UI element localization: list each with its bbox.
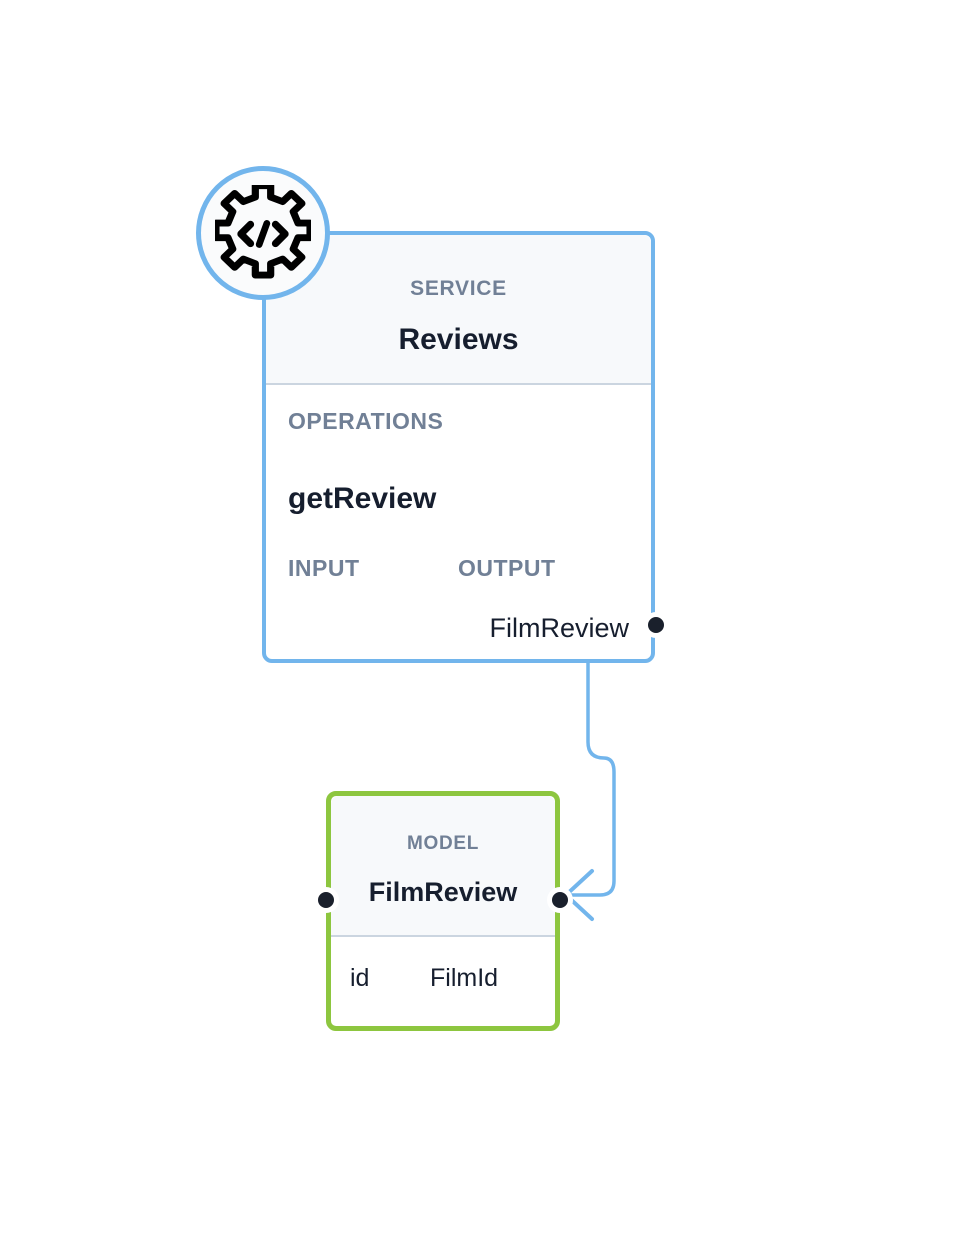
model-node[interactable]: MODEL FilmReview id FilmId (318, 791, 568, 1031)
gear-code-icon (215, 185, 311, 279)
service-title: Reviews (398, 323, 519, 356)
model-left-port[interactable] (318, 892, 334, 908)
operations-kicker: OPERATIONS (288, 408, 444, 434)
service-node[interactable]: SERVICE Reviews OPERATIONS getReview INP… (262, 231, 664, 663)
model-right-port[interactable] (552, 892, 568, 908)
model-title: FilmReview (368, 877, 518, 907)
edge-arrowhead-icon (564, 869, 594, 921)
edge-getreview-output-to-filmreview[interactable] (564, 661, 616, 897)
model-node-header: MODEL FilmReview (331, 796, 555, 935)
model-header-divider (331, 935, 555, 937)
model-kicker: MODEL (406, 833, 480, 854)
service-output-port[interactable] (648, 617, 664, 633)
operation-name-getreview[interactable]: getReview (288, 482, 437, 515)
service-kicker: SERVICE (410, 277, 507, 300)
service-operations-section: OPERATIONS getReview INPUT OUTPUT FilmRe… (266, 385, 651, 663)
model-fields-section: id FilmId (331, 937, 555, 1028)
model-field-type: FilmId (430, 964, 499, 992)
operation-output-type[interactable]: FilmReview (489, 613, 629, 643)
model-field-name: id (350, 964, 370, 992)
service-icon-badge[interactable] (196, 166, 330, 300)
service-node-header: SERVICE Reviews (266, 235, 651, 383)
operation-input-label: INPUT (288, 555, 360, 581)
operation-output-label: OUTPUT (458, 555, 556, 581)
service-header-divider (266, 383, 651, 385)
